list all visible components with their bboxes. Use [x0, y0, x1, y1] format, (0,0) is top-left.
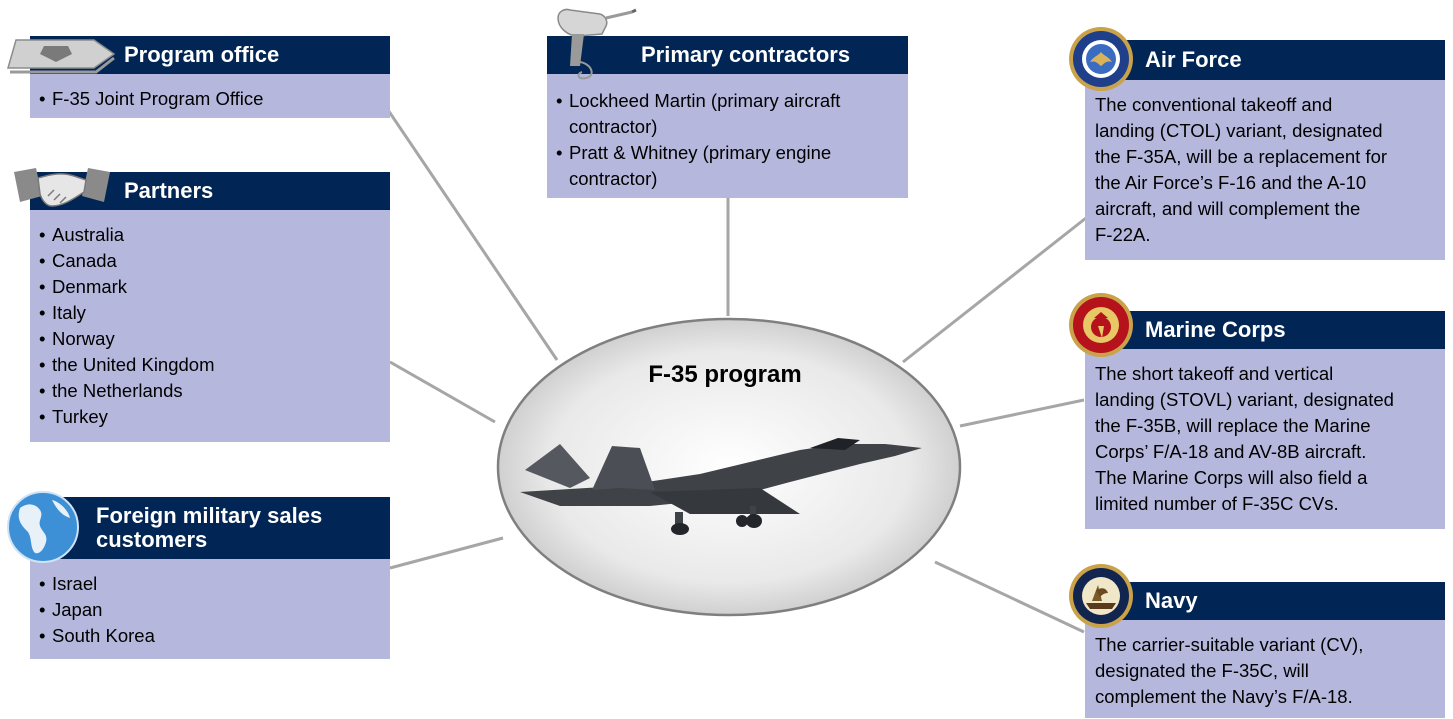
navy-header: Navy — [1085, 582, 1445, 620]
contractor-line: Lockheed Martin (primary aircraft — [569, 90, 841, 111]
navy-body: The carrier-suitable variant (CV), desig… — [1085, 620, 1445, 718]
partners-body: Australia Canada Denmark Italy Norway th… — [30, 210, 390, 442]
partner-item: Australia — [39, 222, 390, 248]
connector-partners — [389, 360, 496, 424]
contractor-item: Pratt & Whitney (primary engine contract… — [556, 140, 908, 192]
contractor-item: Lockheed Martin (primary aircraft contra… — [556, 88, 908, 140]
marine-corps-line: Corps’ F/A-18 and AV-8B aircraft. — [1095, 441, 1367, 462]
contractor-line: Pratt & Whitney (primary engine — [569, 142, 832, 163]
contractor-line: contractor) — [569, 116, 658, 137]
contractors-header: Primary contractors — [547, 36, 908, 74]
navy-seal-icon — [1069, 564, 1133, 628]
navy-title: Navy — [1145, 588, 1198, 613]
partner-item: Norway — [39, 326, 390, 352]
marine-corps-body: The short takeoff and vertical landing (… — [1085, 349, 1445, 529]
air-force-line: F-22A. — [1095, 224, 1151, 245]
program-office-body: F-35 Joint Program Office — [30, 74, 390, 118]
navy-line: The carrier-suitable variant (CV), — [1095, 634, 1364, 655]
contractors-title: Primary contractors — [641, 42, 851, 67]
partner-item: the United Kingdom — [39, 352, 390, 378]
air-force-header: Air Force — [1085, 40, 1445, 80]
fms-item: South Korea — [39, 623, 390, 649]
air-force-line: The conventional takeoff and — [1095, 94, 1333, 115]
program-office-title: Program office — [124, 42, 280, 67]
marine-corps-header: Marine Corps — [1085, 311, 1445, 349]
fms-title-line2: customers — [96, 527, 208, 552]
power-drill-icon — [557, 8, 637, 80]
center-ellipse — [496, 317, 962, 617]
badge-icon — [7, 39, 116, 74]
air-force-seal-icon — [1069, 27, 1133, 91]
f35-aircraft-icon — [520, 438, 922, 535]
air-force-line: landing (CTOL) variant, designated — [1095, 120, 1383, 141]
fms-item: Japan — [39, 597, 390, 623]
marine-corps-line: the F-35B, will replace the Marine — [1095, 415, 1371, 436]
marine-corps-seal-icon — [1069, 293, 1133, 357]
marine-corps-line: limited number of F-35C CVs. — [1095, 493, 1339, 514]
navy-line: designated the F-35C, will — [1095, 660, 1309, 681]
partner-item: Turkey — [39, 404, 390, 430]
connector-fms — [389, 536, 504, 570]
marine-corps-line: The short takeoff and vertical — [1095, 363, 1334, 384]
partner-item: Italy — [39, 300, 390, 326]
marine-corps-title: Marine Corps — [1145, 317, 1286, 342]
partner-item: Canada — [39, 248, 390, 274]
partners-title: Partners — [124, 178, 214, 203]
program-office-item: F-35 Joint Program Office — [39, 86, 390, 112]
marine-corps-line: The Marine Corps will also field a — [1095, 467, 1368, 488]
air-force-body: The conventional takeoff and landing (CT… — [1085, 80, 1445, 260]
connector-marine-corps — [959, 398, 1085, 428]
navy-line: complement the Navy’s F/A-18. — [1095, 686, 1353, 707]
globe-icon — [7, 491, 79, 563]
center-title: F-35 program — [648, 361, 802, 388]
partner-item: Denmark — [39, 274, 390, 300]
air-force-line: the F-35A, will be a replacement for — [1095, 146, 1388, 167]
air-force-title: Air Force — [1145, 47, 1242, 72]
fms-header: Foreign military sales customers — [30, 497, 390, 559]
marine-corps-line: landing (STOVL) variant, designated — [1095, 389, 1394, 410]
contractors-body: Lockheed Martin (primary aircraft contra… — [547, 74, 908, 198]
fms-body: Israel Japan South Korea — [30, 559, 390, 659]
fms-item: Israel — [39, 571, 390, 597]
contractor-line: contractor) — [569, 168, 658, 189]
partner-item: the Netherlands — [39, 378, 390, 404]
fms-title-line1: Foreign military sales — [96, 503, 323, 528]
air-force-line: the Air Force’s F-16 and the A-10 — [1095, 172, 1367, 193]
air-force-line: aircraft, and will complement the — [1095, 198, 1361, 219]
handshake-icon — [14, 168, 110, 207]
